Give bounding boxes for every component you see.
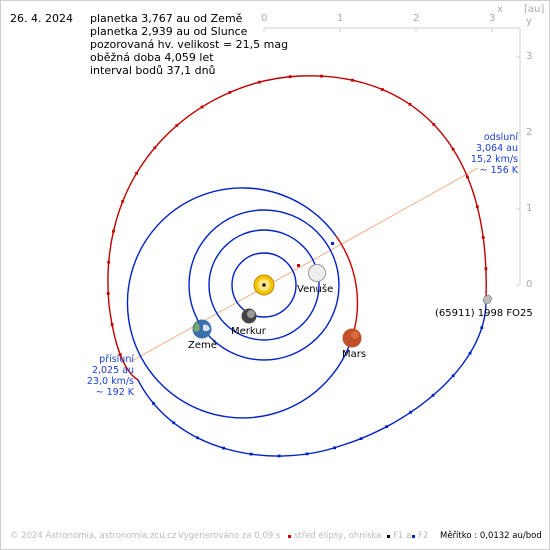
orbit-point (466, 175, 469, 179)
orbit-point (451, 374, 455, 378)
orbit-point (257, 80, 261, 84)
venus-orbit (208, 229, 320, 341)
orbit-point (320, 74, 323, 78)
orbit-point (277, 454, 281, 458)
orbit-point (480, 326, 484, 330)
apsis-line (129, 167, 479, 363)
orbit-point (359, 437, 363, 440)
earth-icon (192, 319, 212, 339)
perihelion-speed: 23,0 km/s (86, 376, 134, 387)
info-distance-earth: planetka 3,767 au od Země (90, 12, 243, 25)
orbit-point (135, 171, 138, 175)
legend-f2-square (412, 535, 415, 538)
x-tick-3: 3 (489, 13, 496, 24)
x-axis-ticks (263, 28, 493, 32)
legend-center-square (288, 535, 291, 538)
orbit-point (196, 436, 199, 440)
info-period: oběžná doba 4,059 let (90, 51, 214, 64)
asteroid-orbit-future (137, 299, 487, 457)
orbit-point (153, 146, 157, 150)
orbit-point (484, 267, 488, 271)
earth-label: Země (188, 340, 217, 351)
orbit-point (121, 199, 125, 203)
mars-icon (342, 328, 362, 348)
perihelion-annotation: přísluní 2,025 au 23,0 km/s ~ 192 K (87, 354, 134, 398)
asteroid-orbit-past (107, 75, 487, 381)
x-tick-1: 1 (337, 13, 344, 24)
focus-f2-marker (331, 242, 334, 245)
y-axis-label: y (526, 16, 532, 27)
orbit-point (451, 147, 455, 151)
orbit-point (288, 75, 292, 79)
unit-label: [au] (524, 4, 545, 15)
legend-f1-square (387, 535, 390, 538)
orbit-point (351, 78, 354, 82)
earth-orbit (188, 209, 340, 361)
orbit-point (200, 105, 204, 109)
orbit-point (172, 421, 176, 425)
orbit-point (333, 446, 336, 450)
orbit-point (381, 88, 384, 91)
aphelion-temp: ~ 156 K (479, 165, 518, 176)
mercury-orbit (231, 252, 297, 318)
y-tick-1: 1 (526, 203, 533, 214)
orbit-point (112, 229, 115, 233)
footer-copyright: © 2024 Astronomia, astronomia.zcu.cz (10, 531, 177, 541)
orbit-point (431, 393, 435, 397)
orbit-point (107, 260, 111, 264)
orbit-point (408, 102, 412, 106)
x-tick-2: 2 (413, 13, 420, 24)
orbit-point (249, 452, 253, 456)
info-magnitude: pozorovaná hv. velikost = 21,5 mag (90, 38, 289, 51)
footer-scale: Měřítko : 0,0132 au/bod (440, 531, 542, 541)
orbit-point (228, 91, 232, 94)
orbit-point (152, 402, 155, 405)
orbit-point (481, 236, 485, 239)
asteroid-label: (65911) 1998 FO25 (435, 308, 533, 319)
orbit-point (468, 351, 472, 355)
info-interval: interval bodů 37,1 dnů (90, 64, 216, 77)
orbit-point (222, 446, 225, 450)
orbit-point (305, 452, 309, 456)
x-axis-label: x (497, 4, 503, 15)
mars-orbit-far (126, 187, 353, 419)
orbit-point (432, 123, 436, 126)
y-axis-ticks (516, 56, 520, 286)
y-tick-2: 2 (526, 127, 533, 138)
aphelion-annotation: odsluní 3,064 au 15,2 km/s ~ 156 K (471, 132, 518, 176)
date-label: 26. 4. 2024 (10, 12, 73, 25)
perihelion-temp: ~ 192 K (95, 387, 134, 398)
venus-label: Venuše (297, 284, 334, 295)
perihelion-distance: 2,025 au (91, 365, 134, 376)
ellipse-center-marker (297, 264, 300, 267)
sun-icon (253, 274, 275, 296)
footer-generated: Vygenerováno za 0,09 s (178, 531, 281, 541)
venus-icon (308, 264, 326, 282)
aphelion-title: odsluní (483, 132, 518, 143)
footer-legend-center: střed elipsy, ohniska (294, 531, 382, 541)
orbit-point (475, 205, 479, 209)
footer-legend-f2: F2 (418, 531, 429, 541)
aphelion-distance: 3,064 au (475, 143, 518, 154)
orbit-point (385, 425, 388, 429)
orbit-point (175, 124, 179, 127)
mars-label: Mars (342, 349, 367, 360)
footer-legend-f1: F1 a (393, 531, 412, 541)
orbit-point (110, 323, 114, 326)
asteroid-position-dots (106, 74, 488, 458)
orbit-point (118, 353, 122, 357)
y-tick-3: 3 (526, 51, 533, 62)
mercury-icon (241, 308, 257, 324)
asteroid-icon (482, 294, 493, 305)
aphelion-speed: 15,2 km/s (470, 154, 518, 165)
x-tick-0: 0 (261, 13, 268, 24)
orbit-point (409, 410, 413, 414)
info-distance-sun: planetka 2,939 au od Slunce (90, 25, 248, 38)
perihelion-title: přísluní (99, 354, 134, 365)
mars-orbit-near (335, 235, 359, 339)
mercury-label: Merkur (231, 326, 266, 337)
orbit-point (106, 292, 110, 295)
y-tick-0: 0 (526, 279, 533, 290)
